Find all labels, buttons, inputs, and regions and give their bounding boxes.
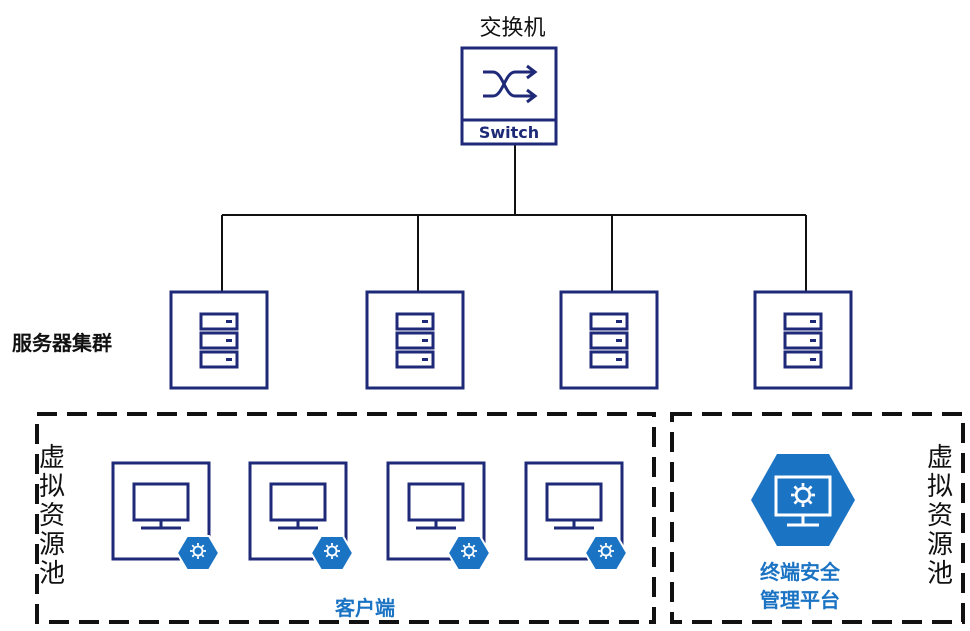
- virtual-pool-right-label: 虚 拟 资 源 池: [926, 443, 953, 589]
- security-gear-badge-icon: [446, 535, 492, 571]
- security-gear-badge-icon: [175, 535, 221, 571]
- server-1: [169, 290, 269, 390]
- management-platform-label: 终端安全 管理平台: [760, 560, 840, 612]
- server-3: [559, 290, 659, 390]
- server-2: [365, 290, 465, 390]
- client-4: [524, 461, 629, 571]
- client-label: 客户端: [335, 596, 395, 620]
- server-cluster-label: 服务器集群: [12, 331, 112, 355]
- client-3: [386, 461, 492, 571]
- virtual-pool-right-boundary: [670, 412, 965, 624]
- switch-device-label: Switch: [479, 123, 539, 142]
- server-4: [753, 290, 853, 390]
- virtual-pool-left-label: 虚 拟 资 源 池: [38, 443, 65, 589]
- crossing-arrows-icon: [483, 64, 538, 104]
- switch-device: Switch: [460, 46, 558, 146]
- client-2: [248, 461, 355, 571]
- connection-lines: [221, 143, 807, 292]
- security-gear-badge-icon: [309, 535, 355, 571]
- client-1: [111, 461, 221, 571]
- switch-title: 交换机: [479, 16, 546, 41]
- security-gear-badge-icon: [583, 535, 629, 571]
- security-management-platform-icon: [751, 454, 855, 546]
- virtual-pool-left-boundary: [35, 412, 656, 624]
